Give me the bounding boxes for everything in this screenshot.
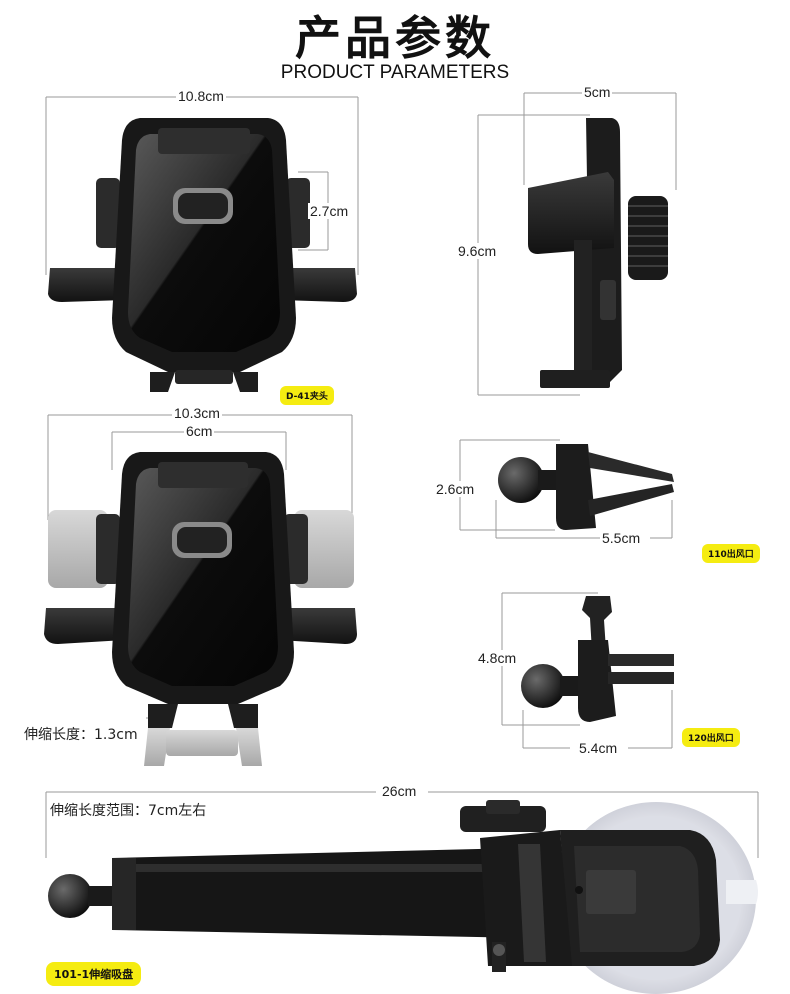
vent120-tag: 120出风口 bbox=[682, 728, 740, 747]
holder-front-view bbox=[45, 96, 359, 392]
side-depth-label: 5cm bbox=[582, 84, 613, 100]
vent120-width-label: 5.4cm bbox=[577, 740, 620, 756]
arm-length-label: 26cm bbox=[380, 783, 419, 799]
page-title: 产品参数 bbox=[295, 11, 495, 65]
extended-inner-label: 6cm bbox=[184, 423, 215, 439]
arm-range-note: 伸缩长度范围：7cm左右 bbox=[50, 803, 207, 819]
holder-extended-view bbox=[44, 414, 357, 766]
front-width-label: 10.8cm bbox=[176, 88, 226, 104]
stretch-length-note: 伸缩长度：1.3cm bbox=[24, 727, 138, 743]
page-subtitle: PRODUCT PARAMETERS bbox=[280, 62, 510, 83]
extended-outer-label: 10.3cm bbox=[172, 405, 222, 421]
vent110-tag: 110出风口 bbox=[702, 544, 760, 563]
vent120-height-label: 4.8cm bbox=[476, 650, 519, 666]
vent110-width-label: 5.5cm bbox=[600, 530, 643, 546]
vent-clip-110-view bbox=[459, 439, 674, 539]
clamp-model-tag: D-41夹头 bbox=[280, 386, 334, 405]
holder-side-view bbox=[477, 92, 677, 396]
front-side-label: 2.7cm bbox=[308, 203, 351, 219]
side-height-label: 9.6cm bbox=[456, 243, 499, 259]
vent-clip-120-view bbox=[501, 592, 674, 749]
vent110-height-label: 2.6cm bbox=[434, 481, 477, 497]
suction-arm-view bbox=[45, 791, 759, 994]
suction-arm-tag: 101-1伸缩吸盘 bbox=[46, 962, 142, 986]
